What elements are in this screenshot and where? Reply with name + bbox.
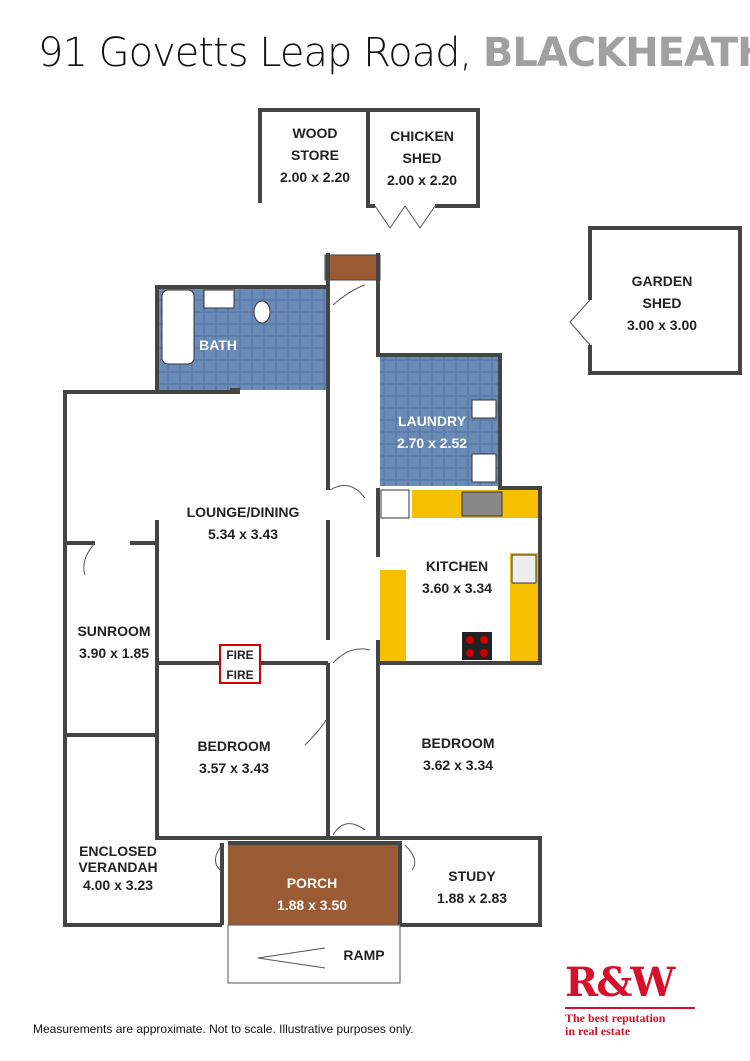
fire-label: FIRE: [226, 648, 253, 662]
ramp-label: RAMP: [343, 947, 384, 963]
walls: [63, 108, 742, 927]
doors: [83, 205, 591, 871]
cooktop-icon: [461, 491, 503, 517]
address: 91 Govetts Leap Road,: [38, 30, 472, 76]
fridge-icon: [380, 489, 410, 519]
porch-floor: [228, 843, 400, 925]
kitchen-label: KITCHEN: [426, 558, 488, 574]
fire-label-2: FIRE: [226, 668, 253, 682]
ramp: [227, 924, 401, 984]
bedroom-2-size: 3.62 x 3.34: [423, 757, 493, 773]
basin-icon: [203, 289, 235, 309]
toilet-icon: [253, 300, 271, 324]
dryer-icon: [471, 399, 497, 419]
logo-mark: R&W: [565, 963, 695, 1009]
chimney: [324, 254, 381, 281]
study-size: 1.88 x 2.83: [437, 890, 507, 906]
brand-logo: R&W The best reputation in real estate: [565, 963, 695, 1038]
logo-tagline-2: in real estate: [565, 1024, 631, 1038]
chicken-shed-label-2: SHED: [403, 150, 442, 166]
lounge-dining-size: 5.34 x 3.43: [208, 526, 278, 542]
laundry-label: LAUNDRY: [398, 413, 467, 429]
porch-label: PORCH: [287, 875, 338, 891]
verandah-size: 4.00 x 3.23: [83, 877, 153, 893]
bath-label: BATH: [199, 337, 237, 353]
wood-store-label-2: STORE: [291, 147, 339, 163]
kitchen-size: 3.60 x 3.34: [422, 580, 492, 596]
garden-shed-size: 3.00 x 3.00: [627, 317, 697, 333]
sink-icon: [511, 554, 537, 584]
laundry-tub-icon: [471, 453, 497, 483]
laundry-size: 2.70 x 2.52: [397, 435, 467, 451]
chicken-shed-label: CHICKEN: [390, 128, 454, 144]
bedroom-1-label: BEDROOM: [197, 738, 270, 754]
bedroom-2-label: BEDROOM: [421, 735, 494, 751]
study-label: STUDY: [448, 868, 496, 884]
wood-store-size: 2.00 x 2.20: [280, 169, 350, 185]
sunroom-label: SUNROOM: [77, 623, 150, 639]
porch-size: 1.88 x 3.50: [277, 897, 347, 913]
verandah-label: ENCLOSED: [79, 843, 157, 859]
garden-shed-label: GARDEN: [632, 273, 693, 289]
chicken-shed-size: 2.00 x 2.20: [387, 172, 457, 188]
kitchen-bench-left: [380, 570, 406, 662]
bedroom-1-size: 3.57 x 3.43: [199, 760, 269, 776]
page-title: 91 Govetts Leap Road, BLACKHEATH: [38, 30, 750, 76]
suburb: BLACKHEATH: [482, 30, 750, 76]
lounge-dining-label: LOUNGE/DINING: [187, 504, 300, 520]
stove-icon: [462, 632, 492, 660]
sunroom-size: 3.90 x 1.85: [79, 645, 149, 661]
disclaimer: Measurements are approximate. Not to sca…: [33, 1022, 414, 1036]
bathtub-icon: [161, 289, 195, 365]
fireplace: [219, 644, 261, 684]
wood-store-label: WOOD: [292, 125, 337, 141]
logo-tagline-1: The best reputation: [565, 1011, 666, 1025]
garden-shed-label-2: SHED: [643, 295, 682, 311]
verandah-label-2: VERANDAH: [78, 859, 157, 875]
